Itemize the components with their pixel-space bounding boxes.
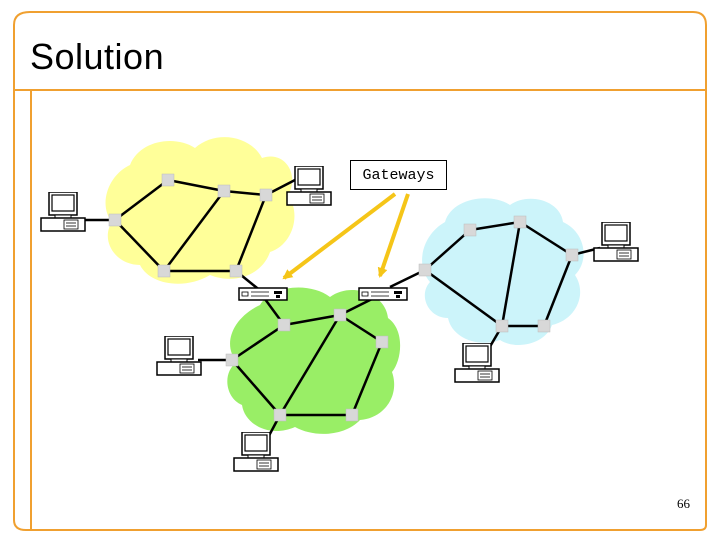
network-node-icon [108, 213, 122, 227]
gateway-router-icon [358, 287, 408, 301]
page-number: 66 [677, 496, 690, 511]
network-node-icon [495, 319, 509, 333]
network-node-icon [273, 408, 287, 422]
network-node-icon [375, 335, 389, 349]
network-node-icon [229, 264, 243, 278]
computer-icon [593, 222, 639, 262]
gateway-arrow [377, 193, 410, 278]
network-node-icon [161, 173, 175, 187]
computer-icon [40, 192, 86, 232]
network-node-icon [565, 248, 579, 262]
yellow-network-cloud [105, 137, 295, 284]
network-node-icon [418, 263, 432, 277]
network-node-icon [333, 308, 347, 322]
network-node-icon [157, 264, 171, 278]
blue-network-cloud [422, 198, 584, 345]
network-node-icon [277, 318, 291, 332]
computer-icon [454, 343, 500, 383]
network-node-icon [513, 215, 527, 229]
gateway-arrow [282, 192, 397, 280]
computer-icon [156, 336, 202, 376]
network-node-icon [217, 184, 231, 198]
network-node-icon [463, 223, 477, 237]
computer-icon [233, 432, 279, 472]
network-node-icon [225, 353, 239, 367]
gateway-router-icon [238, 287, 288, 301]
network-node-icon [537, 319, 551, 333]
computer-icon [286, 166, 332, 206]
network-node-icon [345, 408, 359, 422]
slide-title: Solution [30, 36, 165, 77]
gateways-label: Gateways [350, 160, 447, 190]
network-node-icon [259, 188, 273, 202]
blue-network-links [389, 220, 601, 351]
